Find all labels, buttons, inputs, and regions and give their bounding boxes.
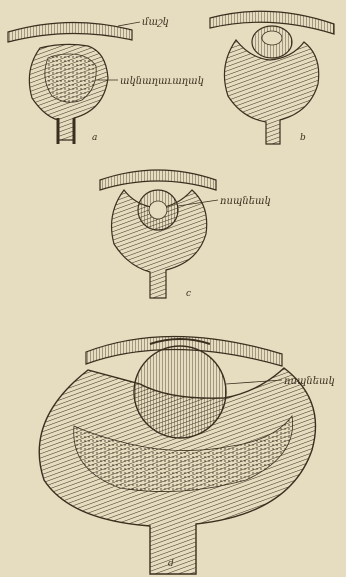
- ectoderm-layer-a: [8, 22, 132, 42]
- figure-letter-b: b: [300, 133, 306, 143]
- figure-letter-a: a: [92, 133, 97, 143]
- leader-line-ectoderm: [118, 22, 140, 26]
- figure-letter-d: d: [168, 559, 174, 569]
- label-optic-cup: ակնաղաւաղակ: [120, 76, 204, 87]
- figure-a: մաշկ ակնաղաւաղակ a: [8, 17, 204, 144]
- ectoderm-layer-c: [100, 170, 216, 190]
- label-ectoderm: մաշկ: [142, 17, 169, 28]
- lens-core-c: [149, 201, 167, 219]
- label-lens-c: ոսպնեակ: [219, 196, 271, 207]
- lens-d: [134, 346, 226, 438]
- figure-b: b: [210, 11, 334, 144]
- lens-inner-b: [262, 31, 282, 45]
- figure-d: ոսպնեակ d: [39, 336, 335, 574]
- figure-c: ոսպնեակ c: [100, 170, 271, 299]
- figure-letter-c: c: [186, 289, 191, 299]
- label-lens-d: ոսպնեակ: [283, 376, 335, 387]
